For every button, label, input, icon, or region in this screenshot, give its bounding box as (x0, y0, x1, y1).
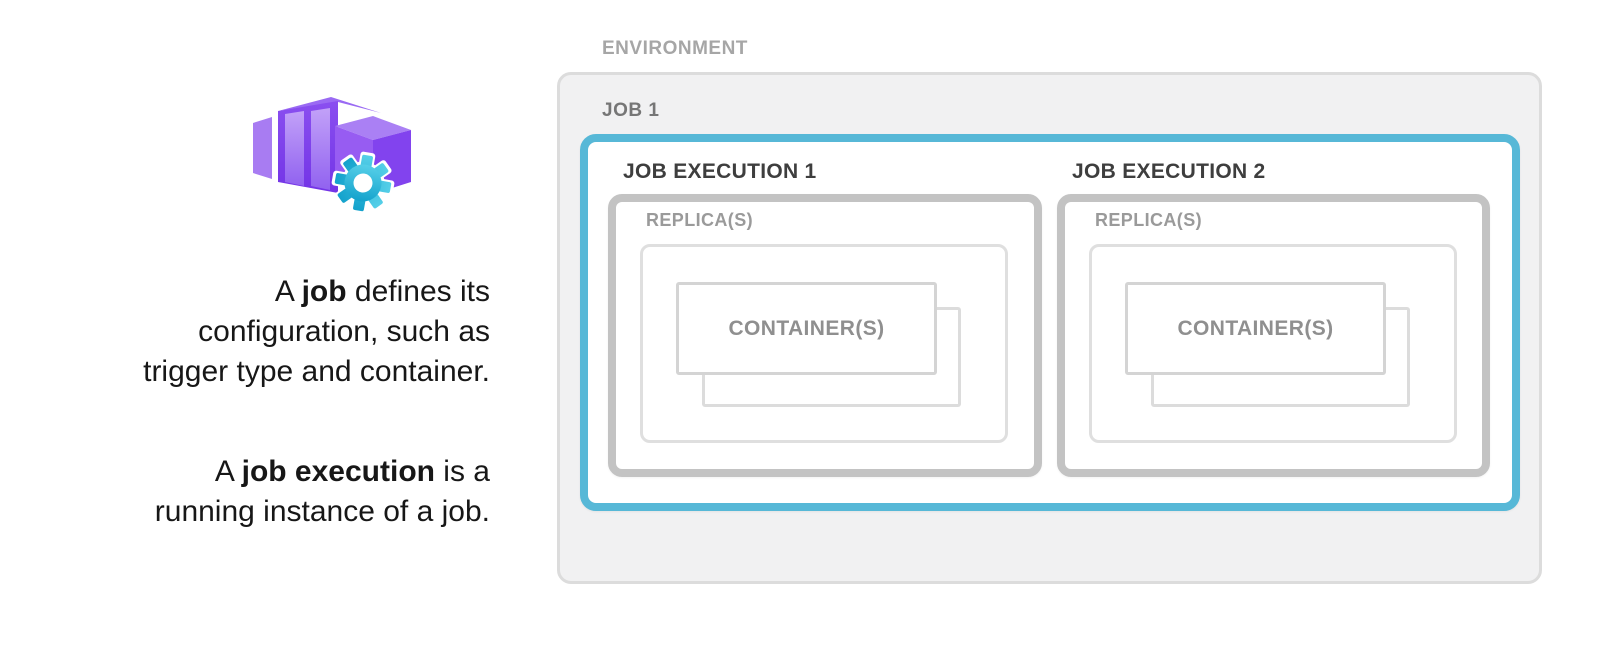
job-execution-2-title: JOB EXECUTION 2 (1072, 160, 1266, 183)
replica-label: REPLICA(S) (1095, 210, 1202, 230)
environment-label: ENVIRONMENT (602, 38, 748, 59)
replica-label: REPLICA(S) (646, 210, 753, 230)
text-line: A job execution is a (214, 455, 490, 488)
job-execution-definition-text: A job execution is a running instance of… (28, 452, 490, 532)
job-execution-1-group: JOB EXECUTION 1 REPLICA(S) CONTAINER(S) (608, 156, 1042, 478)
job-execution-term: job execution (241, 455, 435, 488)
text-line: configuration, such as (198, 315, 490, 348)
text-line: trigger type and container. (143, 355, 490, 388)
text-line: A job defines its (274, 275, 490, 308)
icon-back-top-face (335, 116, 411, 140)
container-apps-job-icon (253, 97, 411, 215)
container-label: CONTAINER(S) (1177, 316, 1334, 340)
icon-left-slab (253, 117, 272, 179)
container-card-front: CONTAINER(S) (1125, 282, 1386, 375)
gear-icon (331, 151, 395, 215)
job-execution-1-title: JOB EXECUTION 1 (623, 160, 817, 183)
container-label: CONTAINER(S) (728, 316, 885, 340)
text-line: running instance of a job. (154, 495, 490, 528)
icon-main-top-face (278, 97, 381, 113)
icon-main-panel (285, 111, 304, 186)
job-term: job (301, 275, 347, 308)
job-definition-text: A job defines its configuration, such as… (28, 272, 490, 392)
job-label: JOB 1 (602, 100, 660, 121)
icon-main-panel (311, 108, 330, 190)
container-card-front: CONTAINER(S) (676, 282, 937, 375)
job-execution-2-group: JOB EXECUTION 2 REPLICA(S) CONTAINER(S) (1057, 156, 1490, 478)
